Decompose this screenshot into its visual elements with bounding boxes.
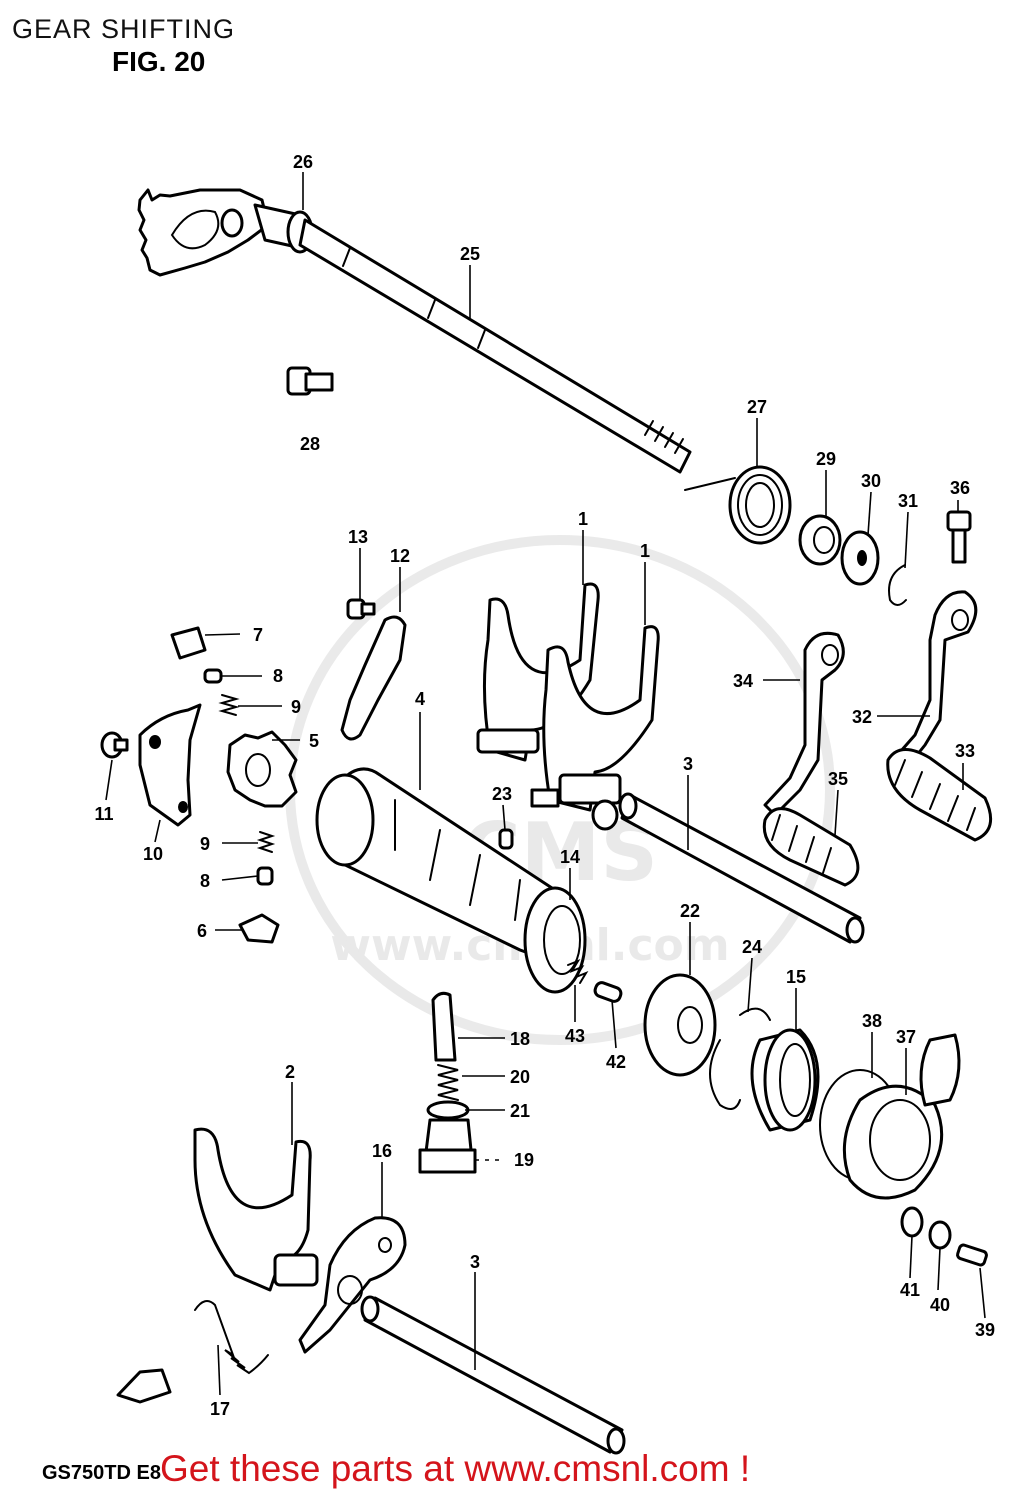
part-26-shift-arm [137,188,314,277]
part-18-neutral-switch-contact [431,991,457,1062]
part-27-return-spring [684,465,792,545]
callout-17: 17 [210,1399,230,1419]
part-23-pin [498,828,514,850]
part-25-gearshift-shaft [298,218,692,474]
part-39-bolt [956,1243,988,1267]
part-1-shift-fork-a [476,582,600,762]
callout-4: 4 [415,689,425,709]
callout-20: 20 [510,1067,530,1087]
part-43-spring [567,958,589,984]
part-31-circlip [888,564,907,606]
callout-3a: 3 [683,754,693,774]
part-8-pin-upper [203,668,223,684]
callout-1b: 1 [640,541,650,561]
part-7-cam-stopper-plate [170,626,207,660]
part-12-cam-stopper-lever [340,615,407,741]
callout-38: 38 [862,1011,882,1031]
leader-lines [105,172,986,1396]
callout-9a: 9 [291,697,301,717]
part-2-shift-fork [193,1127,319,1292]
part-3-fork-shaft-lower [360,1295,626,1455]
callout-22: 22 [680,901,700,921]
callout-27: 27 [747,397,767,417]
part-29-oil-seal [798,514,842,566]
callout-35: 35 [828,769,848,789]
callout-8b: 8 [200,871,210,891]
part-6-cam-stopper-plate [238,913,280,944]
callout-11: 11 [94,804,113,824]
part-9-spring-lower [256,831,276,853]
part-22-stopper-plate [643,973,717,1077]
part-21-washer [426,1100,470,1120]
part-10-cam-guide [138,703,202,827]
callout-25: 25 [460,244,480,264]
part-20-spring [437,1064,459,1101]
callout-24: 24 [742,937,762,957]
callout-3b: 3 [470,1252,480,1272]
part-1-shift-fork-b [530,625,660,831]
callout-31: 31 [898,491,918,511]
part-17-spring [194,1300,269,1375]
part-35-footrest-rubber [762,807,860,887]
part-28-bolt [286,366,334,396]
callout-5: 5 [309,731,319,751]
cta-link[interactable]: Get these parts at www.cmsnl.com ! [160,1448,751,1489]
part-5-cam-driven-gear [226,730,298,808]
part-8-pin-lower [256,866,274,886]
callout-7: 7 [253,625,263,645]
callout-10: 10 [143,844,163,864]
callout-36: 36 [950,478,970,498]
part-42-pin [593,981,623,1003]
callout-12: 12 [390,546,410,566]
part-13-screw [346,598,376,620]
callout-42: 42 [606,1052,626,1072]
part-37-cover [842,1033,961,1200]
callout-23: 23 [492,784,512,804]
part-3-fork-shaft-upper [618,792,865,944]
model-code: GS750TD E8 [42,1462,161,1484]
part-11-screw [100,731,129,759]
callout-13: 13 [348,527,368,547]
callout-8a: 8 [273,666,283,686]
callout-28: 28 [300,434,320,454]
callout-37: 37 [896,1027,916,1047]
front-direction-arrow [116,1368,172,1404]
part-30-washer [840,530,880,586]
callout-43: 43 [565,1026,585,1046]
part-24-circlip [709,1007,771,1110]
callout-18: 18 [510,1029,530,1049]
callout-labels: 26 25 28 27 29 30 31 36 1 1 13 12 7 8 9 … [94,152,995,1419]
callout-34: 34 [733,671,753,691]
page-title: GEAR SHIFTING [12,14,236,44]
part-33-lever-rubber [886,748,993,842]
callout-9b: 9 [200,834,210,854]
part-9-spring-upper [218,694,240,716]
callout-2: 2 [285,1062,295,1082]
part-34-footrest-lever [763,631,845,817]
callout-33: 33 [955,741,975,761]
callout-14: 14 [560,847,580,867]
callout-16: 16 [372,1141,392,1161]
callout-32: 32 [852,707,872,727]
callout-41: 41 [900,1280,920,1300]
callout-26: 26 [293,152,313,172]
callout-6: 6 [197,921,207,941]
part-41-washer [900,1206,924,1238]
part-36-bolt [946,510,972,564]
callout-19: 19 [514,1150,534,1170]
callout-30: 30 [861,471,881,491]
part-19-plug [418,1118,477,1174]
figure-number: FIG. 20 [112,46,206,77]
callout-1a: 1 [578,509,588,529]
part-14-bearing-plate [523,886,587,994]
part-16-shift-cam-plate [298,1216,407,1354]
callout-40: 40 [930,1295,950,1315]
callout-29: 29 [816,449,836,469]
callout-15: 15 [786,967,806,987]
part-15-bearing [750,1028,820,1132]
callout-21: 21 [510,1101,530,1121]
part-40-nut [928,1220,952,1250]
callout-39: 39 [975,1320,995,1340]
